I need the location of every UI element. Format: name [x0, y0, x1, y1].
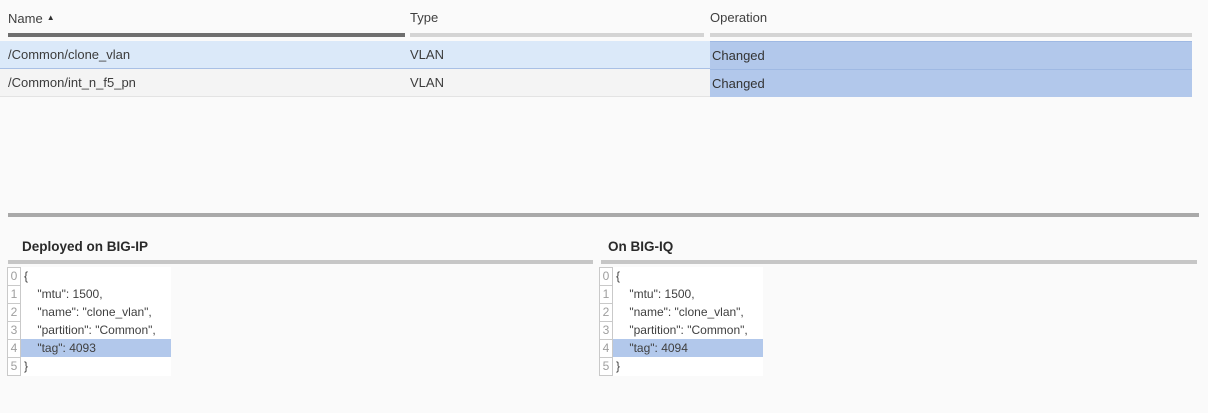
- code-line: 2 "name": "clone_vlan",: [599, 303, 763, 322]
- code-text: }: [21, 357, 171, 376]
- code-line: 3 "partition": "Common",: [599, 321, 763, 340]
- code-line: 2 "name": "clone_vlan",: [7, 303, 171, 322]
- operation-cell: Changed: [710, 69, 1192, 97]
- operation-value: Changed: [712, 48, 765, 63]
- line-number: 0: [599, 267, 613, 286]
- line-number: 2: [599, 303, 613, 322]
- code-text: }: [613, 357, 763, 376]
- column-header-operation[interactable]: Operation: [710, 10, 767, 25]
- code-line: 0{: [599, 267, 763, 286]
- column-header-type[interactable]: Type: [410, 10, 438, 25]
- line-number: 4: [599, 339, 613, 358]
- line-number: 1: [7, 285, 21, 304]
- operation-value: Changed: [712, 76, 765, 91]
- row-type: VLAN: [410, 69, 444, 96]
- code-line: 5}: [599, 357, 763, 376]
- code-line: 4 "tag": 4094: [599, 339, 763, 358]
- column-header-name-label: Name: [8, 11, 43, 26]
- line-number: 3: [599, 321, 613, 340]
- row-name: /Common/clone_vlan: [8, 41, 130, 68]
- code-line: 1 "mtu": 1500,: [599, 285, 763, 304]
- code-line: 1 "mtu": 1500,: [7, 285, 171, 304]
- line-number: 5: [7, 357, 21, 376]
- code-text: {: [613, 267, 763, 286]
- table-row[interactable]: /Common/int_n_f5_pn VLAN Changed: [0, 69, 1192, 97]
- column-header-operation-label: Operation: [710, 10, 767, 25]
- line-number: 4: [7, 339, 21, 358]
- column-header-type-label: Type: [410, 10, 438, 25]
- operation-column-underline: [710, 33, 1192, 37]
- line-number: 1: [599, 285, 613, 304]
- line-number: 5: [599, 357, 613, 376]
- bigip-panel-title: Deployed on BIG-IP: [22, 239, 148, 254]
- code-text: "mtu": 1500,: [21, 285, 171, 304]
- code-text-highlighted: "tag": 4093: [21, 339, 171, 358]
- code-text: "partition": "Common",: [613, 321, 763, 340]
- code-text: {: [21, 267, 171, 286]
- json-diff-panel-bigiq: 0{ 1 "mtu": 1500, 2 "name": "clone_vlan"…: [599, 267, 763, 376]
- code-text-highlighted: "tag": 4094: [613, 339, 763, 358]
- code-text: "mtu": 1500,: [613, 285, 763, 304]
- code-line: 5}: [7, 357, 171, 376]
- table-row[interactable]: /Common/clone_vlan VLAN Changed: [0, 41, 1192, 69]
- bigip-panel-underline: [8, 260, 593, 264]
- line-number: 0: [7, 267, 21, 286]
- line-number: 2: [7, 303, 21, 322]
- code-text: "name": "clone_vlan",: [613, 303, 763, 322]
- name-column-underline: [8, 33, 405, 37]
- operation-cell: Changed: [710, 41, 1192, 69]
- differences-table-header: Name ▲ Type Operation: [0, 0, 1192, 33]
- section-divider: [8, 213, 1199, 217]
- row-type: VLAN: [410, 41, 444, 68]
- sort-ascending-icon: ▲: [47, 13, 55, 22]
- code-text: "partition": "Common",: [21, 321, 171, 340]
- row-name: /Common/int_n_f5_pn: [8, 69, 136, 96]
- code-line: 4 "tag": 4093: [7, 339, 171, 358]
- code-text: "name": "clone_vlan",: [21, 303, 171, 322]
- code-line: 3 "partition": "Common",: [7, 321, 171, 340]
- bigiq-panel-underline: [601, 260, 1197, 264]
- differences-table-body: /Common/clone_vlan VLAN Changed /Common/…: [0, 41, 1192, 97]
- column-header-name[interactable]: Name ▲: [8, 10, 55, 26]
- code-line: 0{: [7, 267, 171, 286]
- type-column-underline: [410, 33, 704, 37]
- line-number: 3: [7, 321, 21, 340]
- json-diff-panel-bigip: 0{ 1 "mtu": 1500, 2 "name": "clone_vlan"…: [7, 267, 171, 376]
- bigiq-panel-title: On BIG-IQ: [608, 239, 673, 254]
